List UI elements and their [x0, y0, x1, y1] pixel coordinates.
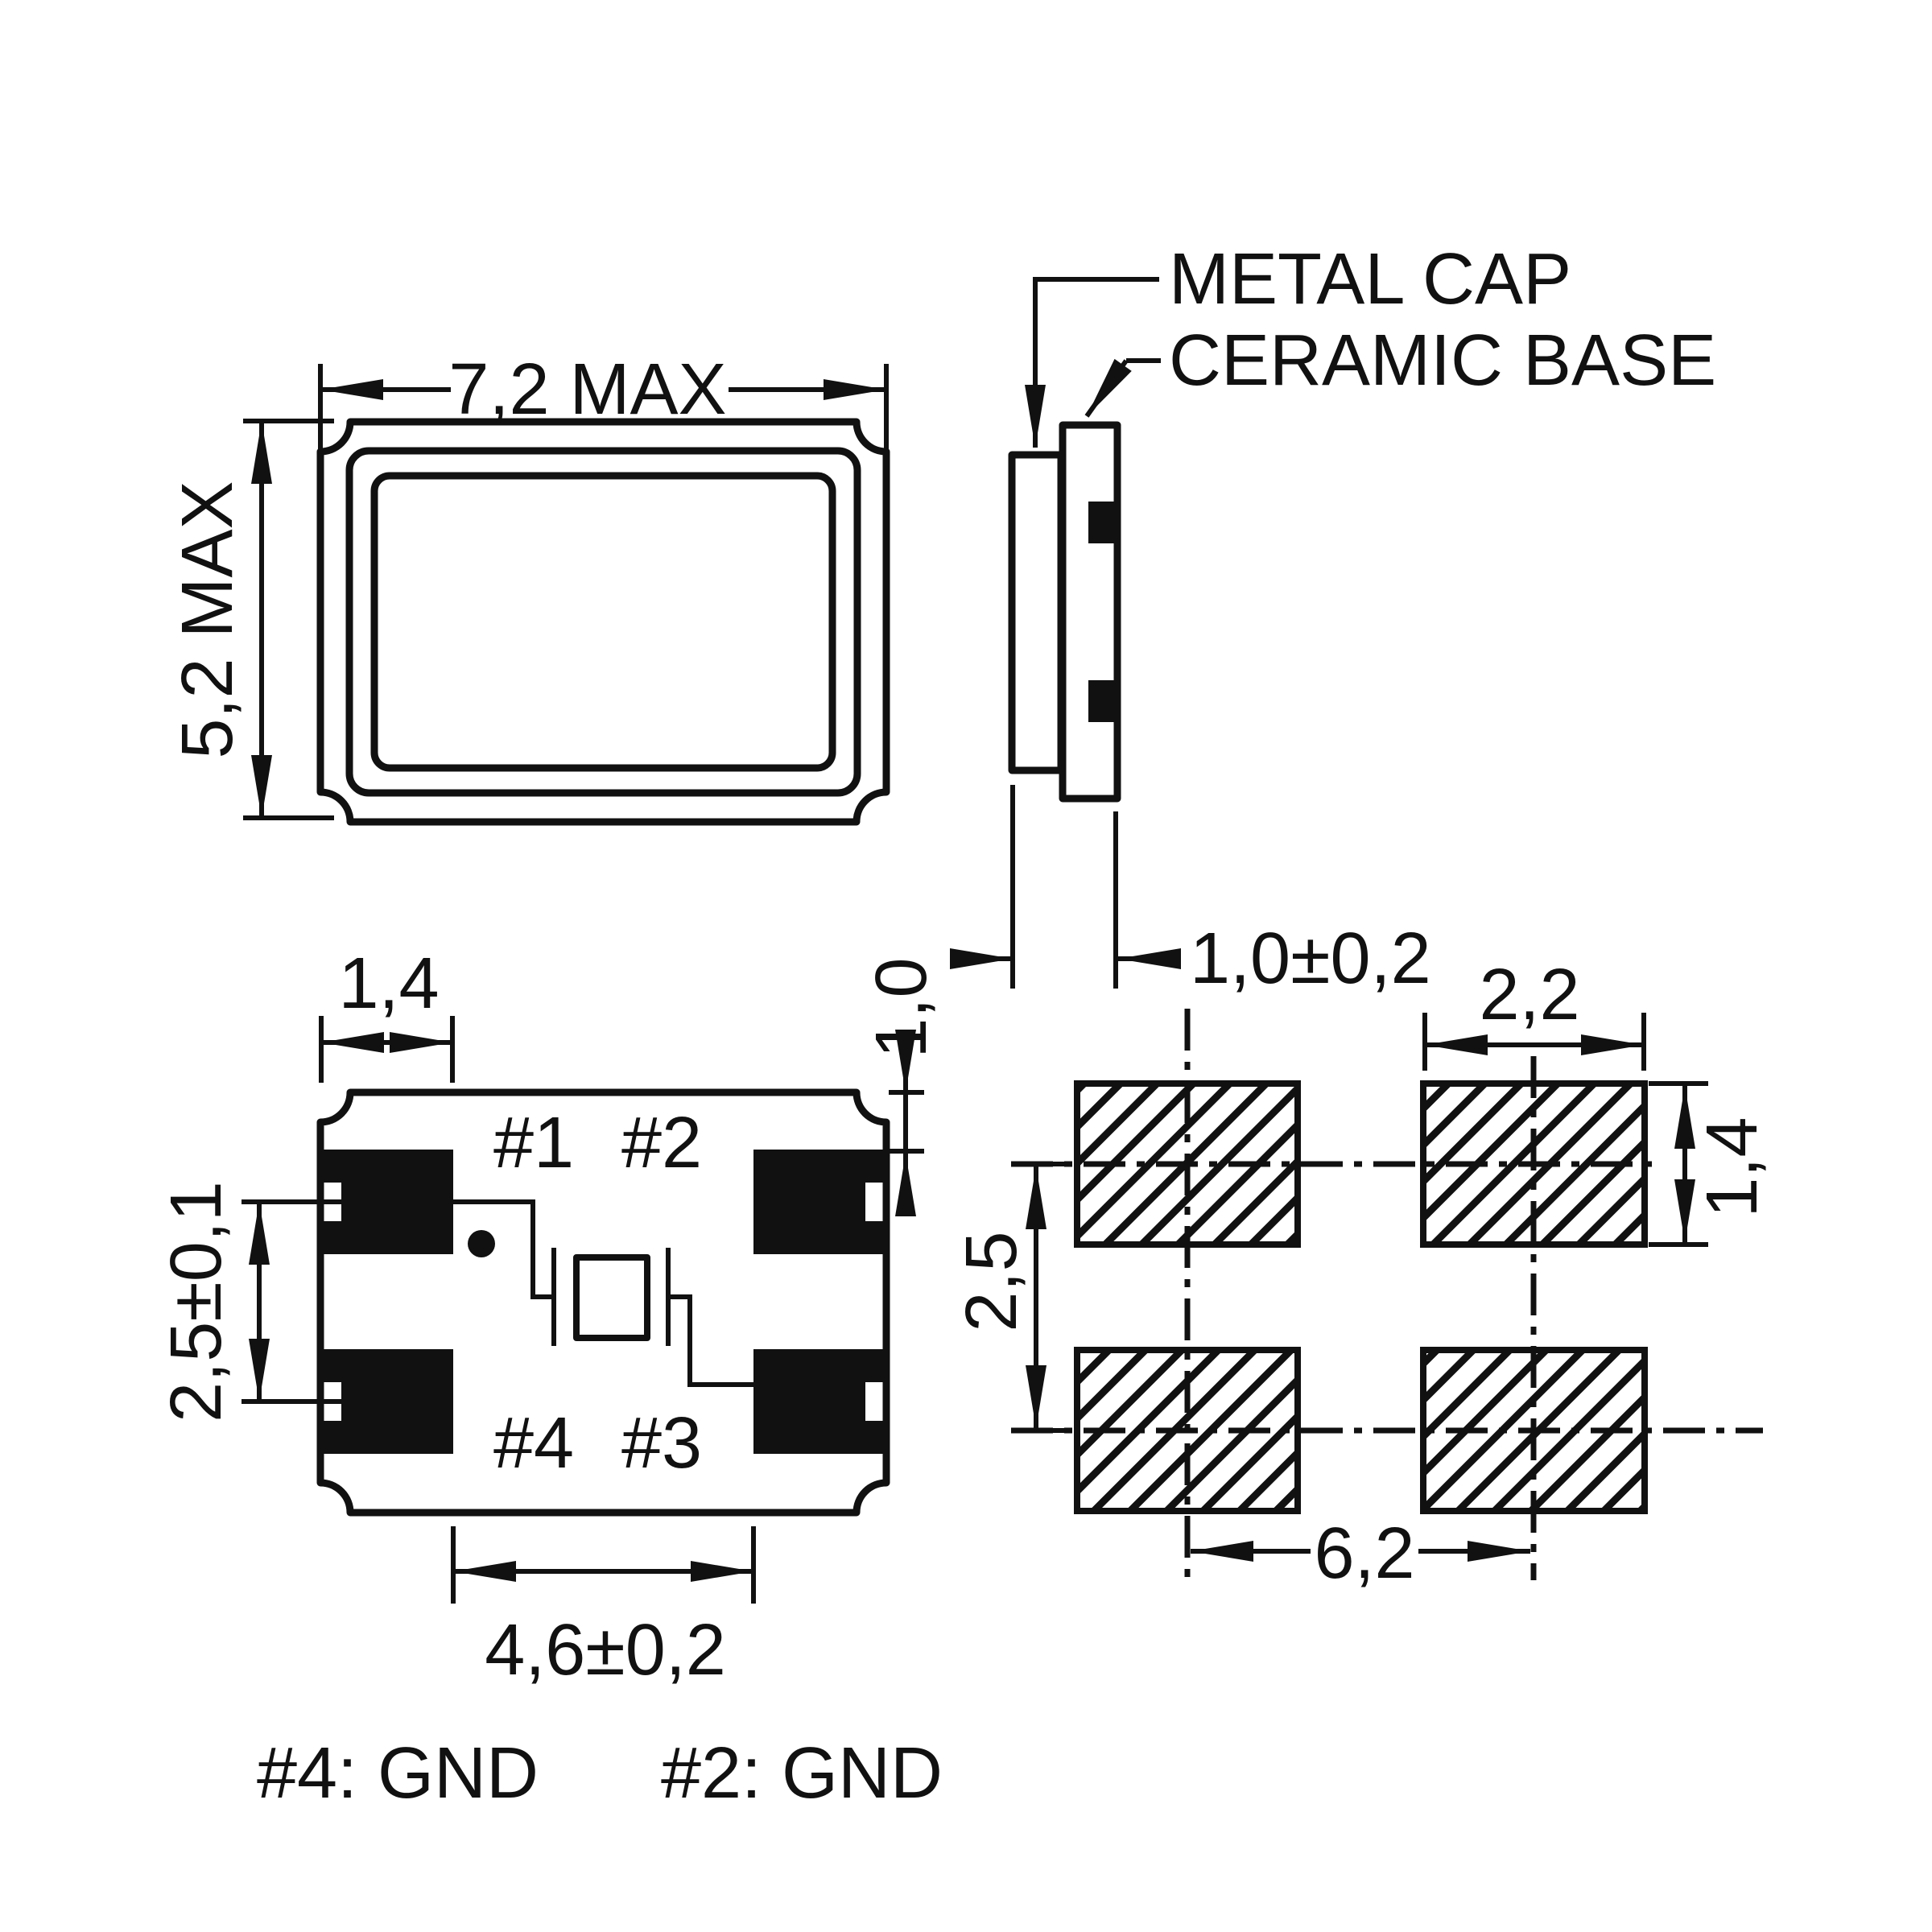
dim-width-label: 7,2 MAX — [448, 349, 726, 430]
dim-pad-pitch-vertical: 2,5±0,1 — [156, 1181, 341, 1422]
dim-pad-span: 4,6±0,2 — [451, 1526, 756, 1690]
package-outline — [316, 418, 890, 826]
pad-1 — [320, 1150, 453, 1254]
dim-pad-span-label: 4,6±0,2 — [485, 1610, 726, 1690]
dim-pad-pitch-vertical-label: 2,5±0,1 — [156, 1181, 237, 1422]
gnd-note-pin2: #2: GND — [661, 1733, 943, 1814]
dim-land-row-pitch-label: 2,5 — [952, 1231, 1032, 1331]
dim-pad-offset-1-0: 1,0 — [861, 957, 942, 1216]
pin1-indicator-dot — [468, 1230, 495, 1257]
pad-4 — [320, 1349, 453, 1454]
dim-pad-width-1-4: 1,4 — [319, 943, 455, 1083]
land-pad-bottom-right — [1420, 1347, 1648, 1514]
land-pattern: 2,2 1,4 2,5 6,2 — [952, 955, 1773, 1594]
dim-land-pad-width-label: 2,2 — [1479, 955, 1579, 1035]
side-electrode-lower — [1088, 680, 1117, 722]
side-electrode-upper — [1088, 502, 1117, 543]
metal-cap-top-outline — [370, 472, 836, 772]
metal-cap-side — [1008, 451, 1065, 774]
gnd-note-pin4: #4: GND — [257, 1733, 539, 1814]
ceramic-base-label: CERAMIC BASE — [1169, 320, 1716, 401]
top-view: 7,2 MAX 5,2 MAX — [167, 349, 890, 826]
dim-land-column-pitch: 6,2 — [1191, 1513, 1530, 1594]
dim-land-pad-width: 2,2 — [1422, 955, 1646, 1071]
pin-label-2: #2 — [621, 1103, 702, 1183]
dim-land-row-pitch: 2,5 — [952, 1162, 1071, 1433]
dim-height-label: 5,2 MAX — [167, 481, 248, 758]
land-pad-bottom-left — [1074, 1347, 1301, 1514]
bottom-view: #1 #2 #4 #3 1,4 1,0 2,5±0,1 — [156, 943, 943, 1814]
crystal-symbol — [453, 1199, 753, 1387]
dim-thickness: 1,0±0,2 — [950, 785, 1431, 999]
dim-width-7-2: 7,2 MAX — [318, 349, 889, 457]
land-pad-top-right — [1420, 1080, 1648, 1248]
dim-land-pad-height-label: 1,4 — [1692, 1117, 1773, 1217]
ceramic-base-leader: CERAMIC BASE — [1084, 320, 1716, 418]
ceramic-base-side — [1059, 421, 1121, 803]
dim-land-pad-height: 1,4 — [1649, 1081, 1773, 1247]
pin-label-3: #3 — [621, 1403, 702, 1484]
dim-land-column-pitch-label: 6,2 — [1314, 1513, 1414, 1594]
land-pad-top-left — [1074, 1080, 1301, 1248]
dim-pad-offset-label: 1,0 — [861, 957, 942, 1058]
side-view: METAL CAP CERAMIC BASE 1,0±0,2 — [950, 239, 1716, 999]
metal-cap-edge-outline — [345, 447, 861, 797]
pad-2 — [753, 1150, 886, 1254]
metal-cap-label: METAL CAP — [1169, 239, 1571, 320]
pin-label-1: #1 — [493, 1103, 574, 1183]
dim-thickness-label: 1,0±0,2 — [1190, 919, 1431, 999]
metal-cap-leader: METAL CAP — [1025, 239, 1571, 448]
pin-label-4: #4 — [493, 1403, 574, 1484]
dim-pad-width-label: 1,4 — [338, 943, 439, 1024]
dim-height-5-2: 5,2 MAX — [167, 419, 334, 820]
pad-3 — [753, 1349, 886, 1454]
package-outline-bottom — [316, 1088, 890, 1517]
